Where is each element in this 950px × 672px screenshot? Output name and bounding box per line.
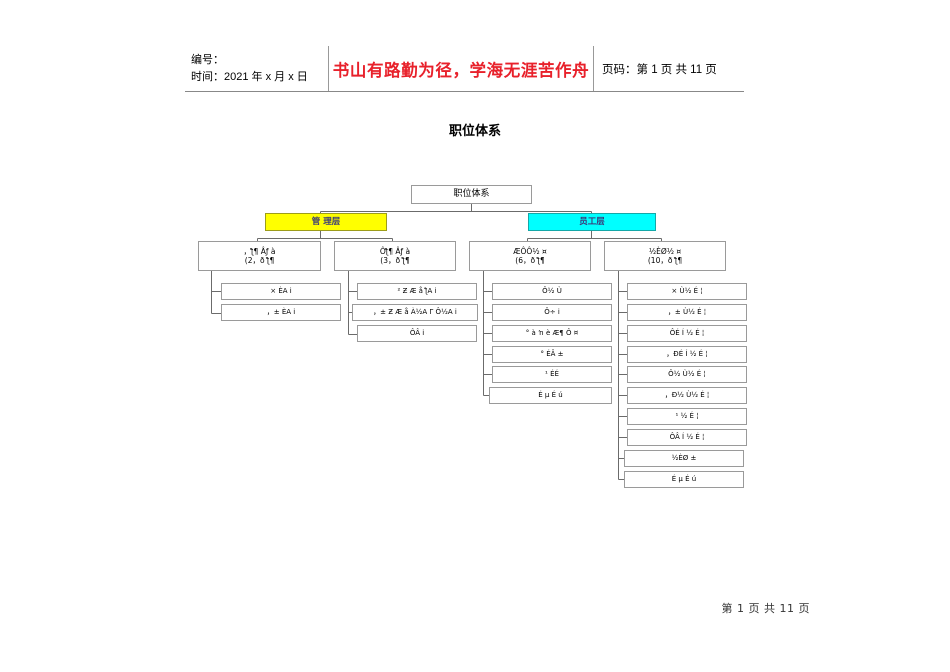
header-page-indicator: 页码：第 1 页 共 11 页 bbox=[602, 63, 717, 76]
node-category-3-line1: ÆÔÔ½ ¤ bbox=[513, 246, 547, 256]
leaf-cat2-1[interactable]: ² Ƶ Æ å ƪA i bbox=[357, 283, 477, 300]
leaf-cat1-2[interactable]: ，± ÈA i bbox=[221, 304, 341, 321]
leaf-cat4-2[interactable]: ，± Ù½ É ¦ bbox=[627, 304, 747, 321]
leaf-cat4-8[interactable]: ÔÂ Í ½ É ¦ bbox=[627, 429, 747, 446]
node-category-2-line2: (3，ð ƪ¶ bbox=[380, 256, 410, 265]
leaf-cat2-2[interactable]: ，± Ƶ Æ å À½A Γ Ô½A i bbox=[352, 304, 478, 321]
node-staff-layer[interactable]: 员工层 bbox=[528, 213, 656, 231]
node-management-layer[interactable]: 管 理层 bbox=[265, 213, 387, 231]
node-category-3[interactable]: ÆÔÔ½ ¤ (6，ð ƪ¶ bbox=[469, 241, 591, 271]
leaf-cat2-3[interactable]: ÔÂ i bbox=[357, 325, 477, 342]
document-footer: 第 1 页 共 11 页 bbox=[0, 600, 950, 616]
node-category-2-line1: Ôƪ¶ Âƒ à bbox=[379, 246, 411, 256]
leaf-cat3-1[interactable]: Ô½ Ù bbox=[492, 283, 612, 300]
leaf-cat3-3[interactable]: ° à ŉ è Æ¶ Ô ¤ bbox=[492, 325, 612, 342]
leaf-cat3-5[interactable]: ¹ ÉÉ bbox=[492, 366, 612, 383]
page-title: 职位体系 bbox=[448, 124, 501, 139]
node-category-1[interactable]: ，ƪ¶ Âƒ à (2，ð ƪ¶ bbox=[198, 241, 321, 271]
node-category-4-line1: ½ÈØ½ ¤ bbox=[648, 246, 682, 256]
leaf-cat3-4[interactable]: ° ÉÂ ± bbox=[492, 346, 612, 363]
leaf-cat1-1[interactable]: × ÈA i bbox=[221, 283, 341, 300]
leaf-cat4-1[interactable]: × Ù½ É ¦ bbox=[627, 283, 747, 300]
header-date-label: 时间：2021 年 x 月 x 日 bbox=[191, 70, 308, 83]
header-number-label: 编号： bbox=[191, 54, 224, 66]
node-category-4-line2: (10，ð ƪ¶ bbox=[647, 256, 683, 265]
node-category-4[interactable]: ½ÈØ½ ¤ (10，ð ƪ¶ bbox=[604, 241, 726, 271]
header-left-cell: 编号： 时间：2021 年 x 月 x 日 bbox=[185, 46, 329, 91]
leaf-cat4-4[interactable]: ，ÐÉ Í ½ É ¦ bbox=[627, 346, 747, 363]
leaf-cat4-7[interactable]: ¹ ½ É ¦ bbox=[627, 408, 747, 425]
document-header: 编号： 时间：2021 年 x 月 x 日 书山有路勤为径，学海无涯苦作舟 页码… bbox=[185, 46, 744, 92]
header-motto: 书山有路勤为径，学海无涯苦作舟 bbox=[329, 46, 594, 91]
leaf-cat3-6[interactable]: É µ É ú bbox=[489, 387, 612, 404]
leaf-cat4-6[interactable]: ，Ð½ Ù½ É ¦ bbox=[627, 387, 747, 404]
node-category-3-line2: (6，ð ƪ¶ bbox=[515, 256, 545, 265]
leaf-cat4-3[interactable]: ÔÉ Í ½ É ¦ bbox=[627, 325, 747, 342]
node-category-2[interactable]: Ôƪ¶ Âƒ à (3，ð ƪ¶ bbox=[334, 241, 456, 271]
footer-page-number: 第 1 页 共 11 页 bbox=[721, 602, 810, 615]
leaf-cat3-2[interactable]: Ô÷ i bbox=[492, 304, 612, 321]
node-root[interactable]: 职位体系 bbox=[411, 185, 532, 204]
leaf-cat4-9[interactable]: ½ÈØ ± bbox=[624, 450, 744, 467]
leaf-cat4-5[interactable]: Ô½ Ù½ É ¦ bbox=[627, 366, 747, 383]
leaf-cat4-10[interactable]: É µ É ú bbox=[624, 471, 744, 488]
node-category-1-line2: (2，ð ƪ¶ bbox=[244, 256, 275, 265]
node-category-1-line1: ，ƪ¶ Âƒ à bbox=[243, 246, 276, 256]
